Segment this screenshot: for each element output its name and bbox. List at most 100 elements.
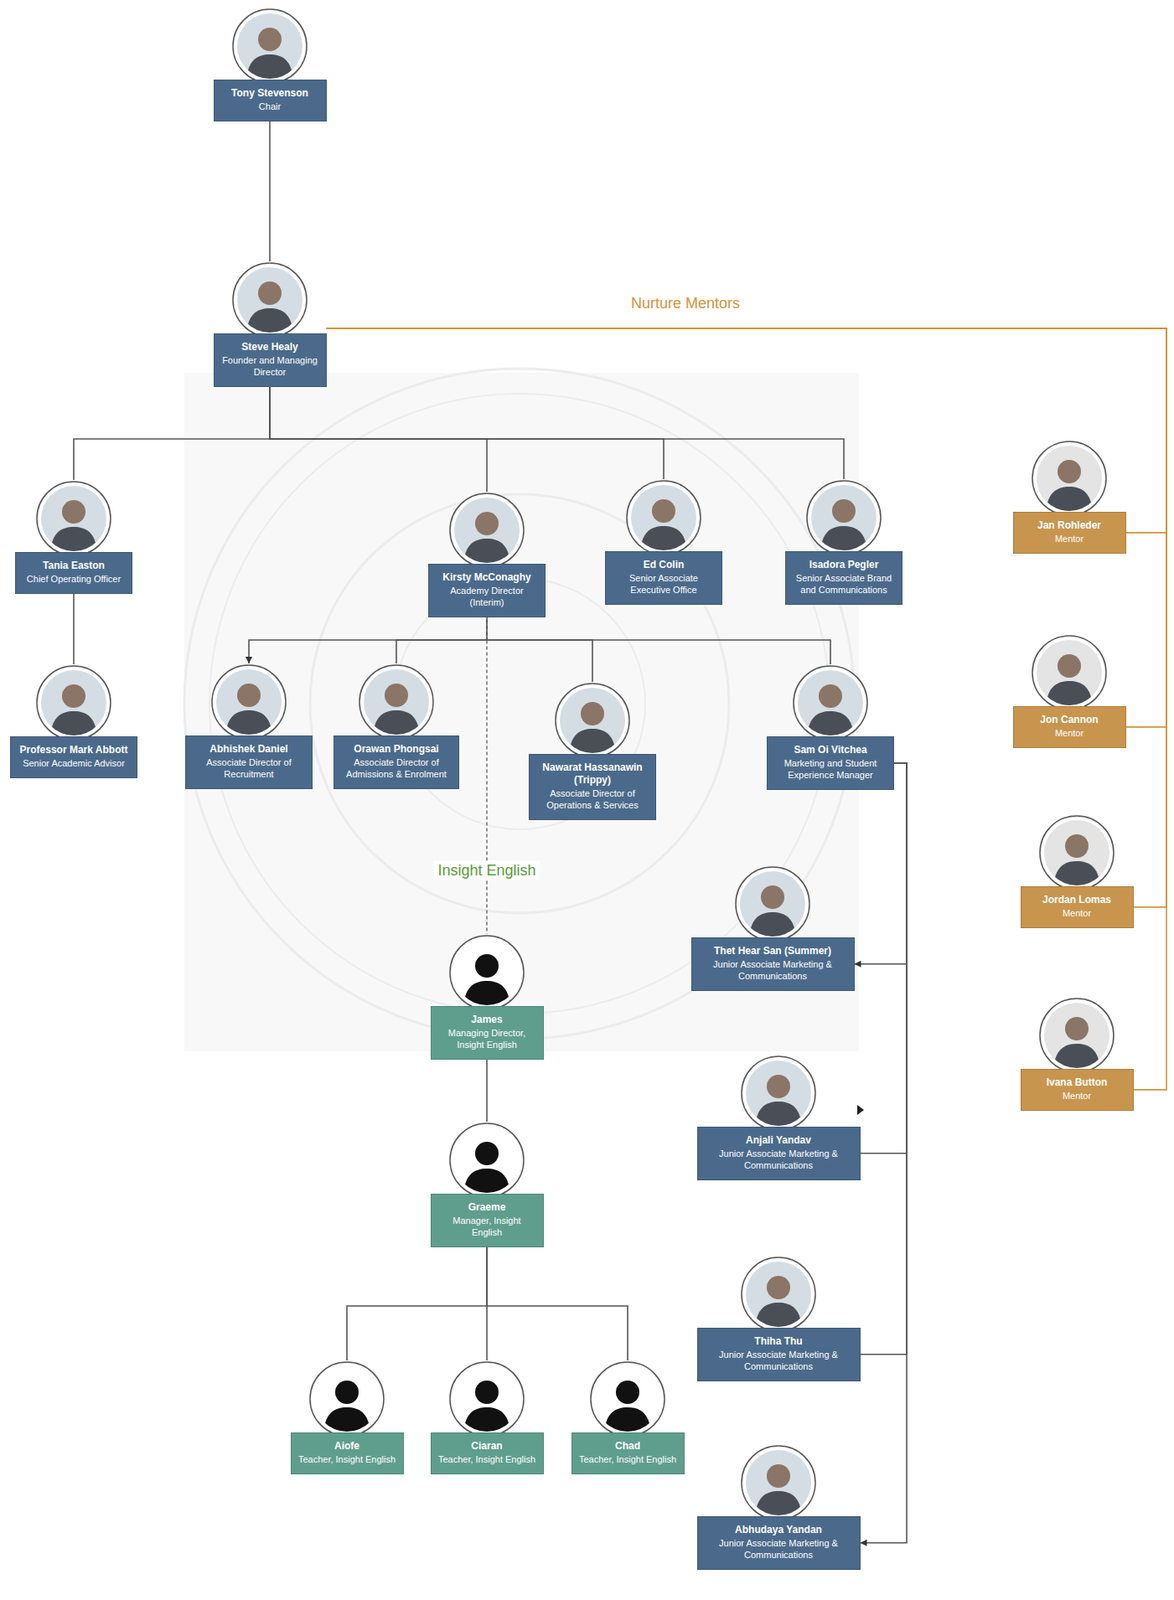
portrait-photo [1030,634,1108,712]
person-node: Kirsty McConaghyAcademy Director (Interi… [428,491,546,618]
person-name: Ivana Button [1027,1076,1128,1090]
person-box: Ivana ButtonMentor [1020,1069,1134,1112]
person-box: Abhudaya YandanJunior Associate Marketin… [697,1516,861,1571]
person-name: Abhudaya Yandan [703,1524,854,1537]
person-node: Orawan PhongsaiAssociate Director of Adm… [333,663,460,790]
person-name: Abhishek Daniel [191,743,306,756]
person-name: Nawarat Hassanawin (Trippy) [535,761,650,787]
person-node: Nawarat Hassanawin (Trippy)Associate Dir… [528,682,657,821]
portrait-photo [35,480,113,558]
portrait-photo [308,1360,386,1438]
person-box: Abhishek DanielAssociate Director of Rec… [185,735,313,790]
person-role: Associate Director of Operations & Servi… [535,788,650,812]
person-name: Orawan Phongsai [340,743,453,756]
person-box: Thet Hear San (Summer)Junior Associate M… [691,937,855,992]
person-role: Chair [220,101,321,114]
reporting-line [248,617,487,665]
person-box: Tony StevensonChair [213,79,327,122]
person-node: Jordan LomasMentor [1020,814,1134,929]
person-name: Professor Mark Abbott [16,744,131,757]
reporting-line [269,387,664,481]
person-name: Chad [578,1440,678,1454]
person-name: Aiofe [297,1440,398,1454]
person-box: JamesManaging Director, Insight English [430,1006,544,1061]
reporting-line [860,763,908,1154]
person-role: Junior Associate Marketing & Communicati… [703,1349,854,1374]
portrait-photo [1038,814,1116,892]
reporting-line [346,1247,487,1362]
reporting-line [860,763,908,1356]
portrait-photo [805,479,883,557]
mentor-connector [326,328,1168,908]
person-role: Teacher, Insight English [297,1454,398,1467]
person-box: Isadora PeglerSenior Associate Brand and… [785,551,903,606]
person-role: Senior Academic Advisor [16,758,131,771]
person-role: Managing Director, Insight English [437,1028,538,1052]
person-box: Jordan LomasMentor [1020,886,1134,929]
mentor-connector [326,328,1168,728]
portrait-photo [739,1444,818,1522]
person-name: Anjali Yandav [703,1134,854,1148]
portrait-photo [739,1055,818,1133]
person-box: Thiha ThuJunior Associate Marketing & Co… [697,1328,861,1382]
person-box: Jon CannonMentor [1013,706,1127,749]
person-box: ChadTeacher, Insight English [571,1432,685,1475]
person-role: Associate Director of Admissions & Enrol… [340,757,453,781]
person-box: Orawan PhongsaiAssociate Director of Adm… [333,735,460,790]
stray-arrowhead [857,1105,864,1116]
person-box: Nawarat Hassanawin (Trippy)Associate Dir… [528,754,657,821]
reporting-line [854,763,908,965]
person-box: Tania EastonChief Operating Officer [15,552,133,595]
person-node: ChadTeacher, Insight English [571,1360,685,1475]
reporting-line [268,121,271,262]
reporting-line [269,387,844,481]
person-node: Professor Mark AbbottSenior Academic Adv… [10,664,138,779]
person-name: Jan Rohleder [1019,519,1120,533]
person-node: GraemeManager, Insight English [430,1122,544,1248]
person-box: Ed ColinSenior Associate Executive Offic… [605,551,723,606]
person-name: Tony Stevenson [220,87,321,100]
person-role: Manager, Insight English [437,1215,538,1240]
person-node: Abhudaya YandanJunior Associate Marketin… [697,1444,861,1571]
portrait-photo [553,682,631,760]
faint-panel [184,372,859,1052]
mentor-connector [326,328,1168,533]
person-role: Senior Associate Brand and Communication… [791,573,896,597]
reporting-line [486,617,488,936]
person-name: Sam Oi Vitchea [773,744,888,757]
reporting-line [396,617,487,665]
portrait-photo [1038,997,1116,1075]
person-node: Anjali YandavJunior Associate Marketing … [697,1055,861,1181]
portrait-photo [625,479,703,557]
watermark-seal [184,368,855,1040]
person-role: Mentor [1019,533,1120,546]
person-role: Senior Associate Executive Office [611,573,716,597]
person-role: Mentor [1027,1091,1128,1103]
portrait-photo [448,1360,526,1438]
person-node: Thet Hear San (Summer)Junior Associate M… [691,865,855,992]
reporting-line [486,617,831,666]
person-name: Isadora Pegler [791,558,896,572]
person-box: Sam Oi VitcheaMarketing and Student Expe… [766,736,895,791]
portrait-photo [448,1122,526,1200]
person-name: Ciaran [437,1440,538,1454]
person-role: Chief Operating Officer [21,574,126,586]
person-node: JamesManaging Director, Insight English [430,934,544,1061]
person-node: Abhishek DanielAssociate Director of Rec… [185,663,313,790]
person-node: AiofeTeacher, Insight English [290,1360,404,1475]
person-node: Jon CannonMentor [1013,634,1127,749]
person-role: Junior Associate Marketing & Communicati… [698,959,849,983]
portrait-photo [357,663,435,741]
person-role: Founder and Managing Director [220,355,321,379]
portrait-photo [589,1360,667,1438]
person-node: Thiha ThuJunior Associate Marketing & Co… [697,1256,861,1382]
portrait-photo [734,865,812,943]
portrait-photo [791,664,869,742]
person-box: Kirsty McConaghyAcademy Director (Interi… [428,563,546,618]
person-name: Jon Cannon [1019,713,1120,727]
person-name: Graeme [437,1201,538,1215]
person-role: Academy Director (Interim) [434,585,539,610]
person-role: Mentor [1019,728,1120,740]
person-node: Steve HealyFounder and Managing Director [213,261,327,388]
person-node: Ivana ButtonMentor [1020,997,1134,1112]
